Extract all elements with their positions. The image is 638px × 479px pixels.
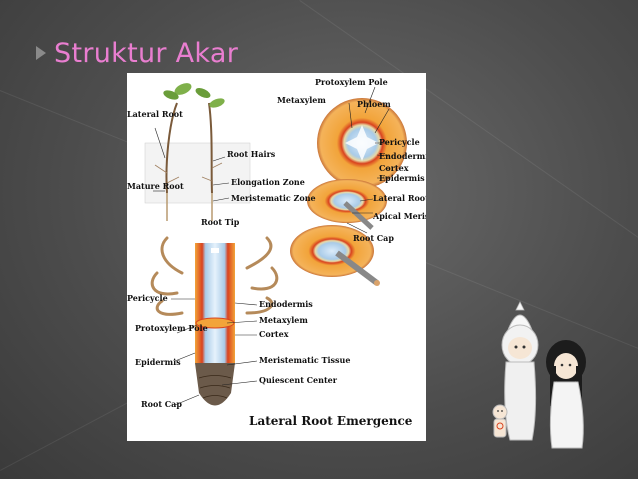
- label-epidermis-top: Epidermis: [379, 173, 425, 183]
- baby-character: [493, 405, 507, 437]
- label-protoxylem-pole-top: Protoxylem Pole: [315, 77, 388, 87]
- label-root-tip: Root Tip: [201, 217, 240, 227]
- label-cortex-top: Cortex: [379, 163, 409, 173]
- label-phloem: Phloem: [357, 99, 391, 109]
- label-pericycle-top: Pericycle: [379, 137, 420, 147]
- label-root-hairs: Root Hairs: [227, 149, 276, 159]
- label-epidermis: Epidermis: [135, 357, 181, 367]
- label-elongation-zone: Elongation Zone: [231, 177, 305, 187]
- label-endodermis-top: Endodermis: [379, 151, 426, 161]
- label-apical-meristem: Apical Meristem: [372, 211, 426, 221]
- label-mature-root: Mature Root: [127, 181, 184, 191]
- label-metaxylem-top: Metaxylem: [277, 95, 326, 105]
- title-bullet-icon: [36, 46, 46, 60]
- figure-caption: Lateral Root Emergence: [249, 414, 413, 428]
- cartoon-characters-illustration: [490, 300, 610, 460]
- label-meristematic-tissue: Meristematic Tissue: [259, 355, 350, 365]
- girl-character: [546, 340, 586, 448]
- label-cortex: Cortex: [259, 329, 289, 339]
- root-structure-figure: Lateral Root Root Hairs Mature Root Elon…: [127, 73, 426, 441]
- label-pericycle: Pericycle: [127, 293, 168, 303]
- label-root-cap: Root Cap: [141, 399, 182, 409]
- label-lateral-root: Lateral Root: [127, 109, 183, 119]
- ghost-character: [502, 302, 538, 440]
- label-meristematic-zone: Meristematic Zone: [231, 193, 316, 203]
- label-endodermis: Endodermis: [259, 299, 313, 309]
- label-metaxylem: Metaxylem: [259, 315, 308, 325]
- slide-title: Struktur Akar: [54, 38, 238, 69]
- label-protoxylem-pole: Protoxylem Pole: [135, 323, 208, 333]
- label-root-cap-top: Root Cap: [353, 233, 394, 243]
- label-lateral-root-growth: Lateral Root Growth: [373, 193, 426, 203]
- root-diagram: Lateral Root Root Hairs Mature Root Elon…: [127, 73, 426, 441]
- label-quiescent-center: Quiescent Center: [259, 375, 338, 385]
